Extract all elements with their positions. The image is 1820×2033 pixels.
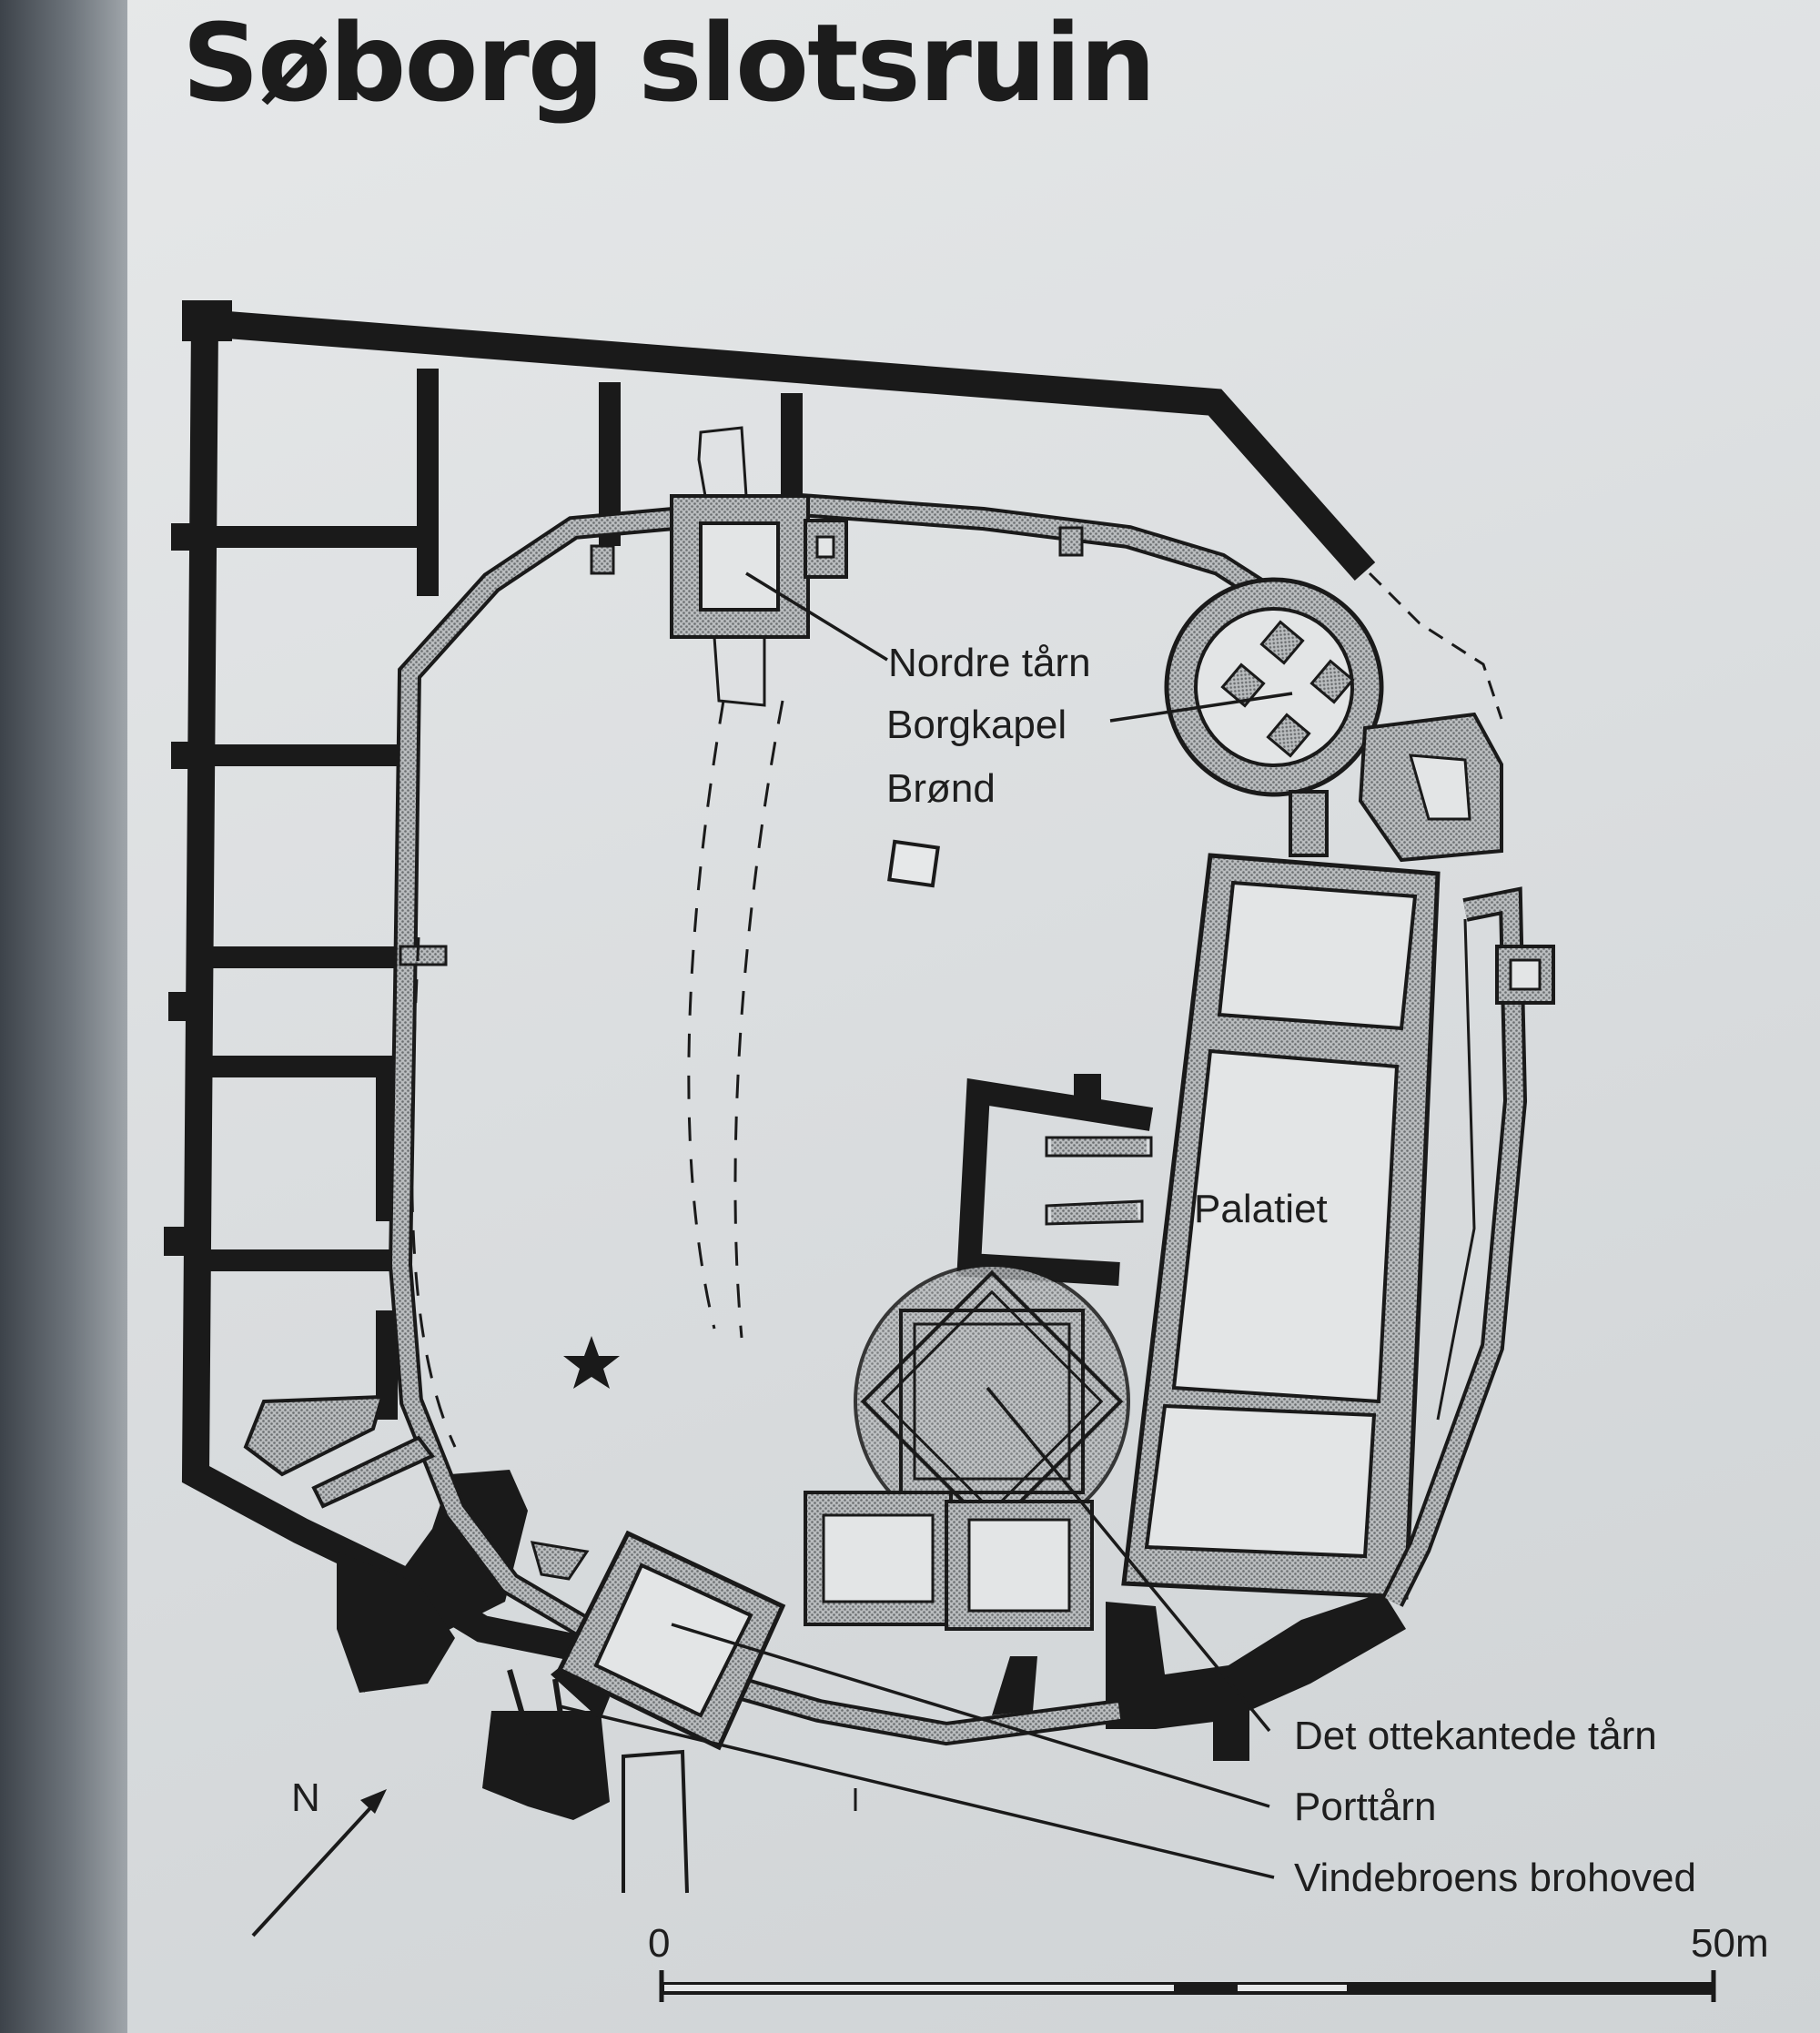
scale-end-label: 50m	[1691, 1921, 1769, 1966]
ottekantede-taarn-tower	[804, 1263, 1130, 1631]
vindebro-bridgehead	[507, 1669, 857, 1894]
broend-well	[887, 839, 940, 888]
outer-wall	[164, 300, 1376, 1663]
nordre-taarn-tower	[670, 426, 848, 707]
leader-lines	[559, 571, 1293, 1879]
label-palatiet: Palatiet	[1194, 1187, 1328, 1231]
label-nordre-taarn: Nordre tårn	[888, 641, 1091, 685]
gate-masonry	[337, 1470, 1037, 1820]
sign-frame	[0, 0, 127, 2033]
label-broend: Brønd	[886, 766, 996, 811]
scale-start-label: 0	[648, 1921, 670, 1966]
scale-bar: 0 50m	[648, 1921, 1769, 2002]
map-title: Søborg slotsruin	[182, 0, 1156, 126]
dashed-paths	[410, 700, 784, 1448]
hall-dark-masonry	[956, 1077, 1154, 1286]
label-ottekantede-taarn: Det ottekantede tårn	[1294, 1714, 1657, 1758]
label-borgkapel: Borgkapel	[886, 703, 1067, 747]
label-vindebro: Vindebroens brohoved	[1294, 1856, 1696, 1900]
north-label: N	[291, 1775, 320, 1820]
star-marker	[563, 1336, 620, 1389]
palatiet-palace	[1045, 853, 1555, 1607]
label-porttaarn: Porttårn	[1294, 1785, 1437, 1829]
north-arrow: N	[251, 1775, 387, 1937]
porttaarn-gate-tower	[243, 1394, 786, 1751]
borgkapel-chapel	[1164, 571, 1503, 863]
